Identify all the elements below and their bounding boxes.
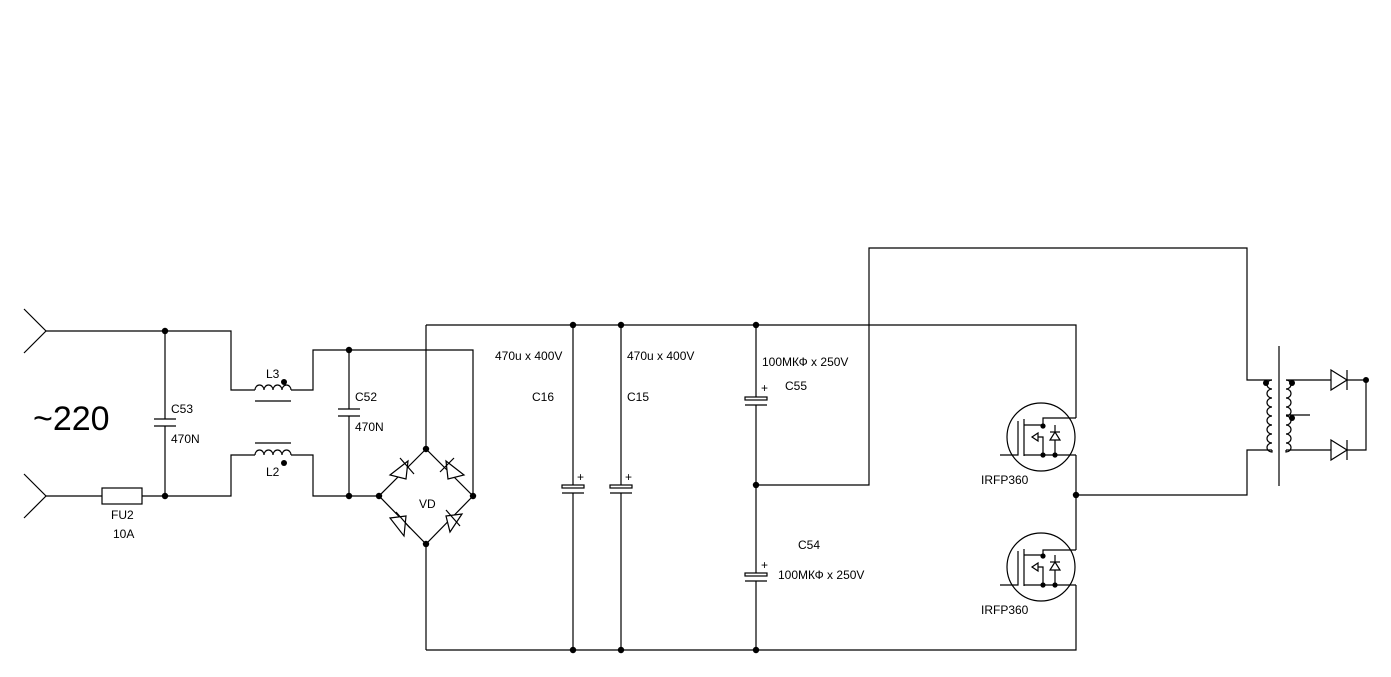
fu2-ref: FU2 bbox=[111, 508, 134, 522]
inductor-l3: L3 bbox=[254, 349, 474, 496]
c16-ref: C16 bbox=[532, 390, 554, 404]
capacitor-c52: C52 470N bbox=[338, 350, 384, 496]
vd-ref: VD bbox=[419, 497, 436, 511]
fu2-value: 10A bbox=[113, 527, 134, 541]
c54-plus: + bbox=[761, 558, 768, 572]
output-diodes bbox=[1330, 368, 1369, 462]
capacitor-c53: C53 470N bbox=[154, 331, 200, 496]
c53-ref: C53 bbox=[171, 402, 193, 416]
capacitor-c16: + 470u x 400V C16 bbox=[495, 325, 585, 650]
mains-input: ~220 bbox=[23, 308, 110, 519]
c52-ref: C52 bbox=[355, 390, 377, 404]
capacitor-c55: + 100МКФ x 250V C55 bbox=[744, 325, 848, 485]
c54-ref: C54 bbox=[798, 538, 820, 552]
fuse-fu2: FU2 10A bbox=[101, 487, 143, 541]
capacitor-c54: + C54 100МКФ x 250V bbox=[744, 485, 864, 650]
c55-plus: + bbox=[761, 381, 768, 395]
c15-ref: C15 bbox=[627, 390, 649, 404]
input-voltage-label: ~220 bbox=[33, 400, 110, 438]
c55-value: 100МКФ x 250V bbox=[762, 355, 848, 369]
capacitor-c15: + 470u x 400V C15 bbox=[609, 325, 694, 650]
c15-plus: + bbox=[625, 470, 632, 484]
l2-ref: L2 bbox=[266, 465, 280, 479]
c53-value: 470N bbox=[171, 432, 200, 446]
q-bottom-part: IRFP360 bbox=[981, 603, 1029, 617]
transformer bbox=[1263, 346, 1331, 486]
c16-value: 470u x 400V bbox=[495, 349, 562, 363]
inductor-l2: L2 bbox=[254, 442, 379, 497]
c52-value: 470N bbox=[355, 420, 384, 434]
c16-plus: + bbox=[577, 470, 584, 484]
bridge-rectifier-vd: VD bbox=[378, 325, 474, 650]
l3-ref: L3 bbox=[266, 367, 280, 381]
c15-value: 470u x 400V bbox=[627, 349, 694, 363]
mosfet-top: IRFP360 bbox=[981, 402, 1077, 550]
q-top-part: IRFP360 bbox=[981, 473, 1029, 487]
mosfet-bottom: IRFP360 bbox=[981, 532, 1076, 617]
c54-value: 100МКФ x 250V bbox=[778, 568, 864, 582]
c55-ref: C55 bbox=[785, 379, 807, 393]
junction-dots bbox=[161, 321, 1080, 654]
